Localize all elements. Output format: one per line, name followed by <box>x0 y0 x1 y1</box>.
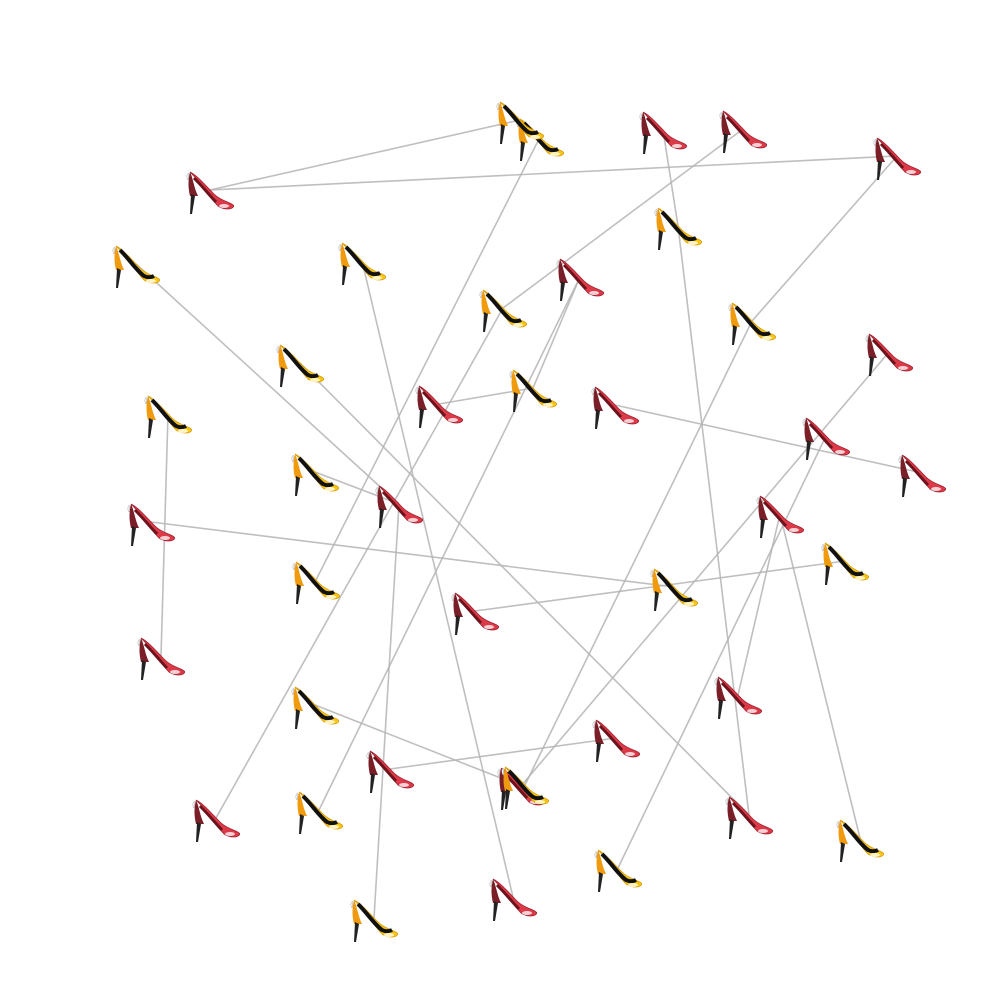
edge-n3-n10 <box>662 129 679 227</box>
edge-n10-n36 <box>677 225 750 816</box>
edge-n17-n21 <box>614 404 923 474</box>
edge-n5-n11 <box>751 155 898 322</box>
red-high-heel-icon <box>126 502 175 548</box>
red-high-heel-icon <box>801 416 850 462</box>
yellow-high-heel-icon <box>289 685 339 731</box>
red-high-heel-icon <box>185 170 234 216</box>
yellow-high-heel-icon <box>290 560 340 606</box>
edge-n1-n5 <box>209 155 898 191</box>
edge-n40-n20 <box>373 503 400 919</box>
edge-n12-n33 <box>520 351 890 787</box>
edge-n7-n20 <box>135 263 400 505</box>
edge-n23-n29 <box>737 513 781 696</box>
edges-layer <box>135 119 923 919</box>
edge-n32-n33 <box>314 704 522 787</box>
red-high-heel-icon <box>191 798 240 844</box>
yellow-high-heel-icon <box>293 790 343 836</box>
red-high-heel-icon <box>365 749 414 795</box>
yellow-high-heel-icon <box>726 301 776 347</box>
edge-n6-n34 <box>215 307 504 819</box>
red-high-heel-icon <box>897 453 946 499</box>
edge-n4-n6 <box>502 128 744 309</box>
edge-n22-n27 <box>150 521 675 588</box>
edge-n1-n42 <box>209 119 521 191</box>
red-high-heel-icon <box>713 675 762 721</box>
yellow-high-heel-icon <box>834 818 884 864</box>
edge-n2-n25 <box>315 136 541 581</box>
yellow-high-heel-icon <box>499 765 549 811</box>
red-high-heel-icon <box>555 257 604 303</box>
yellow-high-heel-icon <box>592 848 642 894</box>
edge-n13-n36 <box>299 362 750 816</box>
edge-n18-n38 <box>617 435 827 869</box>
red-high-heel-icon <box>450 591 499 637</box>
edge-n37-n23 <box>779 513 861 839</box>
red-high-heel-icon <box>488 877 537 923</box>
edge-n24-n26 <box>474 560 846 612</box>
yellow-high-heel-icon <box>142 394 192 440</box>
yellow-high-heel-icon <box>274 343 324 389</box>
edge-n30-n31 <box>389 737 617 770</box>
yellow-high-heel-icon <box>289 452 339 498</box>
edge-n8-n39 <box>361 260 514 898</box>
red-high-heel-icon <box>638 110 687 156</box>
edge-n9-n35 <box>318 276 581 811</box>
yellow-high-heel-icon <box>110 244 160 290</box>
edge-n19-n20 <box>314 471 400 505</box>
yellow-high-heel-icon <box>652 206 702 252</box>
red-high-heel-icon <box>718 109 767 155</box>
red-high-heel-icon <box>591 718 640 764</box>
edge-n9-n15 <box>532 276 581 389</box>
edge-n11-n41 <box>524 320 753 786</box>
red-high-heel-icon <box>724 795 773 841</box>
yellow-high-heel-icon <box>819 541 869 587</box>
nodes-layer <box>110 100 946 944</box>
yellow-high-heel-icon <box>336 241 386 287</box>
